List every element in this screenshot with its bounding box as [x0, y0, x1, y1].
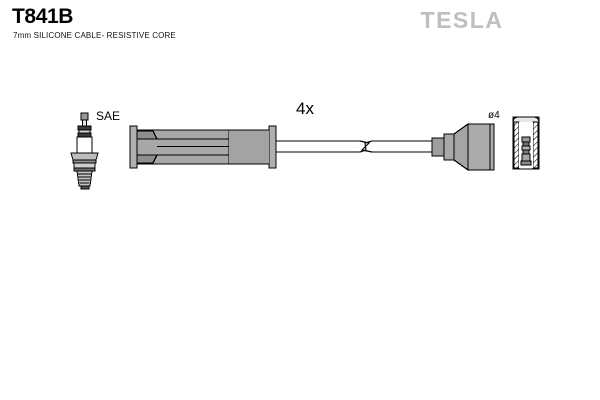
- part-description: 7mm SILICONE CABLE- RESISTIVE CORE: [13, 31, 176, 40]
- spark-plug-standard-label: SAE: [96, 109, 121, 123]
- terminal-diameter-label: ø4: [488, 110, 500, 121]
- terminal-socket: [512, 116, 540, 170]
- cable-break-symbol: [359, 140, 373, 153]
- distributor-boot-connector: [431, 122, 495, 172]
- page-title: T841B: [12, 5, 74, 28]
- ignition-cable: [276, 140, 432, 153]
- spark-plug-icon: [70, 112, 99, 190]
- spark-plug-boot-connector: [129, 125, 277, 169]
- quantity-label: 4x: [296, 99, 314, 118]
- brand-logo: TESLA: [420, 7, 504, 33]
